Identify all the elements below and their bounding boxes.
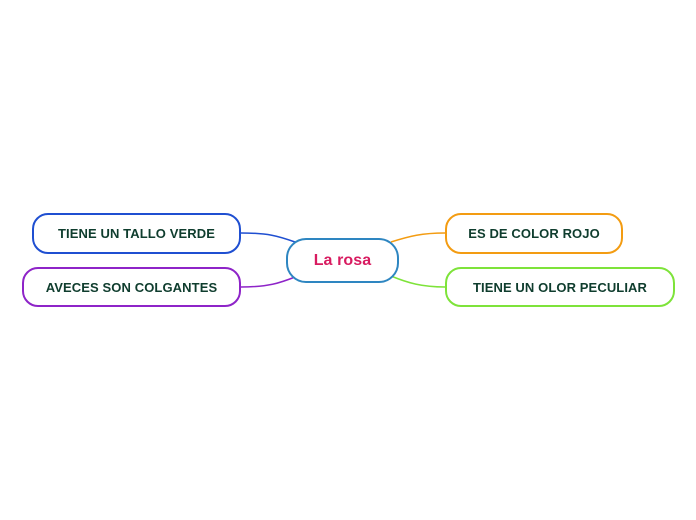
topic-node-color-rojo[interactable]: ES DE COLOR ROJO — [445, 213, 623, 254]
topic-node-tallo-verde[interactable]: TIENE UN TALLO VERDE — [32, 213, 241, 254]
topic-label: AVECES SON COLGANTES — [45, 279, 218, 295]
topic-label: TIENE UN TALLO VERDE — [57, 226, 216, 241]
central-topic-node[interactable]: La rosa — [286, 238, 399, 283]
connector-tallo — [240, 232, 296, 243]
connector-rojo — [390, 232, 446, 243]
topic-node-colgantes[interactable]: AVECES SON COLGANTES — [22, 267, 241, 307]
topic-label: TIENE UN OLOR PECULIAR — [472, 279, 648, 295]
topic-node-olor-peculiar[interactable]: TIENE UN OLOR PECULIAR — [445, 267, 675, 307]
connector-olor — [390, 275, 446, 288]
connector-colgantes — [240, 276, 296, 288]
topic-label: ES DE COLOR ROJO — [468, 226, 600, 241]
central-topic-label: La rosa — [313, 251, 372, 269]
